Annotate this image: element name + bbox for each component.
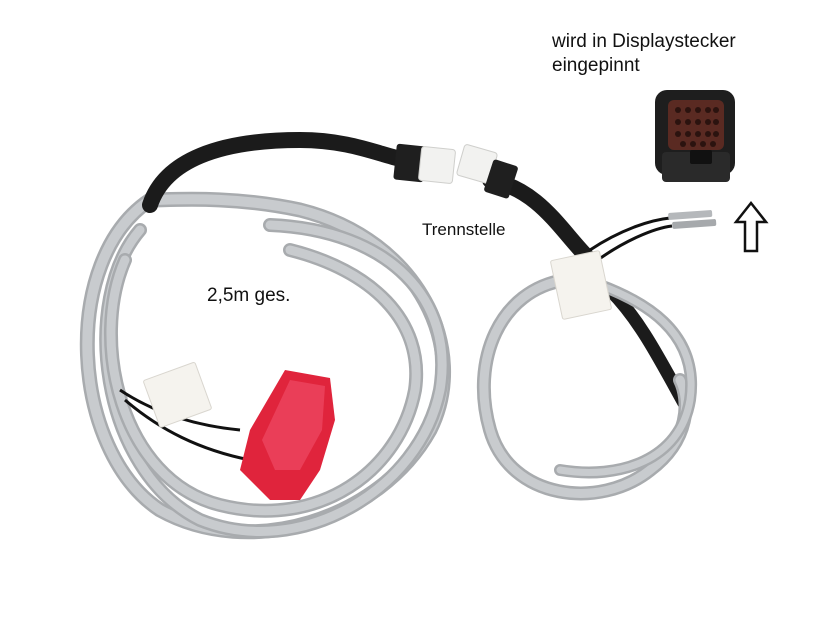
display-connector-label-line2: eingepinnt xyxy=(552,54,640,76)
display-connector xyxy=(655,90,735,182)
grey-cable-right-loop xyxy=(476,273,698,501)
red-splice-clip xyxy=(240,370,335,500)
tape-labels xyxy=(143,250,612,428)
crimp-pins xyxy=(668,210,717,229)
up-arrow-icon xyxy=(733,200,769,253)
separation-plug xyxy=(393,143,518,199)
separation-point-label: Trennstelle xyxy=(420,219,508,241)
display-connector-label-line1: wird in Displaystecker xyxy=(552,31,736,52)
grey-cable-coil xyxy=(79,191,451,540)
total-length-label: 2,5m ges. xyxy=(207,285,291,306)
display-connector-label: wird in Displaystecker eingepinnt xyxy=(552,30,736,78)
